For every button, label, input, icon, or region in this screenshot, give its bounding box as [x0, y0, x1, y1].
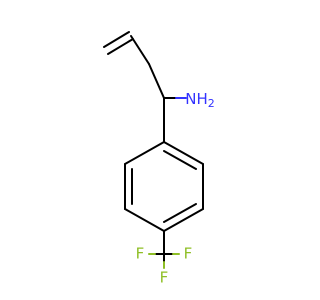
- ring-double-bond-inner-1: [163, 150, 197, 170]
- ring-bond-3: [163, 208, 204, 232]
- ring-bond-6: [124, 141, 165, 165]
- fluorine-left-label: F: [136, 245, 145, 263]
- fluorine-bottom-label: F: [160, 269, 169, 287]
- amine-label: NH2: [185, 90, 215, 111]
- vinyl-double-bond: [103, 31, 134, 55]
- bond-ch2-cn: [148, 63, 165, 99]
- ring-bond-1: [163, 141, 204, 165]
- bond-ch-ch2: [130, 35, 150, 65]
- benzene-ring: [124, 141, 204, 232]
- bond-ch2-ch-line1: [103, 31, 130, 48]
- fluorine-right-label: F: [184, 245, 193, 263]
- trifluoromethyl-group: [148, 253, 180, 269]
- ring-double-bond-inner-2: [163, 203, 197, 223]
- structure-diagram: NH2 F F F: [103, 31, 215, 287]
- bond-ch2-ch-line2: [107, 38, 134, 55]
- ring-bond-4: [124, 208, 165, 232]
